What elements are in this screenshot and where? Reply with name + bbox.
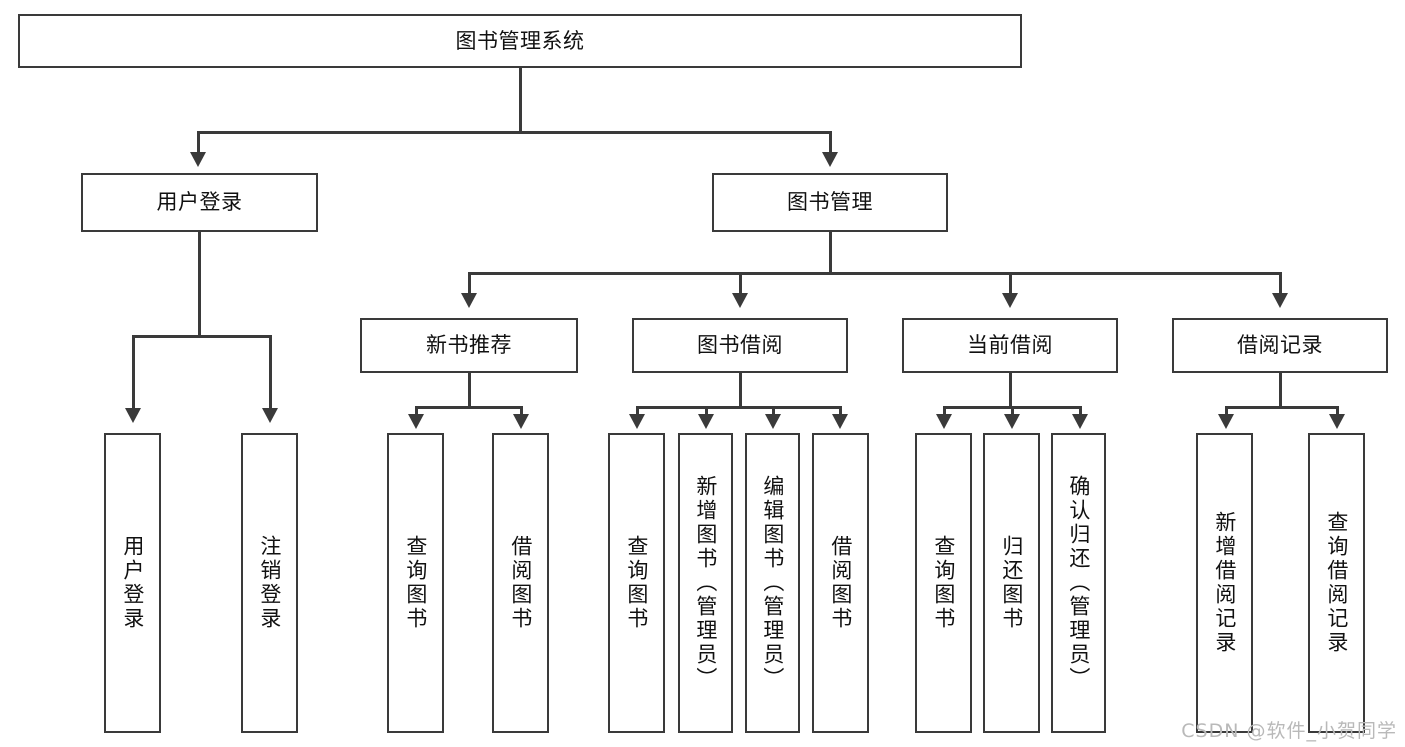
leaf-user-login-logout[interactable]: 注销登录 xyxy=(241,433,298,733)
arrowhead-new-book xyxy=(461,293,477,308)
arrowhead-current-borrow-leaf0 xyxy=(936,414,952,429)
arrowhead-borrow-record-leaf1 xyxy=(1329,414,1345,429)
edge-current-borrow-leaf2 xyxy=(1079,406,1082,417)
edge-to-new-book xyxy=(468,272,471,296)
arrowhead-current-borrow-leaf2 xyxy=(1072,414,1088,429)
edge-to-borrow-record xyxy=(1279,272,1282,296)
arrowhead-new-book-leaf1 xyxy=(513,414,529,429)
arrowhead-book-borrow-leaf1 xyxy=(698,414,714,429)
arrowhead-book-borrow xyxy=(732,293,748,308)
leaf-book-borrow-edit-label: 编辑图书（管理员） xyxy=(760,475,785,691)
edge-book-manage-stem xyxy=(829,232,832,272)
edge-book-borrow-leaf1 xyxy=(705,406,708,417)
edge-book-borrow-leaf3 xyxy=(839,406,842,417)
edge-current-borrow-leaf1 xyxy=(1011,406,1014,417)
arrowhead-user-login xyxy=(190,152,206,167)
node-new-book[interactable]: 新书推荐 xyxy=(360,318,578,373)
leaf-user-login-logout-label: 注销登录 xyxy=(257,535,282,631)
arrowhead-book-borrow-leaf3 xyxy=(832,414,848,429)
node-book-borrow[interactable]: 图书借阅 xyxy=(632,318,848,373)
node-root-system[interactable]: 图书管理系统 xyxy=(18,14,1022,68)
edge-new-book-stem xyxy=(468,373,471,406)
edge-user-login-leaf0 xyxy=(132,335,135,411)
edge-root-stem xyxy=(519,68,522,131)
arrowhead-borrow-record xyxy=(1272,293,1288,308)
edge-borrow-record-stem xyxy=(1279,373,1282,406)
arrowhead-book-borrow-leaf0 xyxy=(629,414,645,429)
node-user-login-label: 用户登录 xyxy=(156,190,243,215)
arrowhead-new-book-leaf0 xyxy=(408,414,424,429)
edge-book-borrow-bus xyxy=(636,406,839,409)
leaf-current-borrow-return[interactable]: 归还图书 xyxy=(983,433,1040,733)
leaf-book-borrow-lend-label: 借阅图书 xyxy=(828,535,853,631)
edge-borrow-record-leaf1 xyxy=(1336,406,1339,417)
leaf-user-login-login-label: 用户登录 xyxy=(120,535,145,631)
edge-current-borrow-leaf0 xyxy=(943,406,946,417)
edge-book-borrow-stem xyxy=(739,373,742,406)
leaf-book-borrow-query-label: 查询图书 xyxy=(624,535,649,631)
leaf-new-book-query[interactable]: 查询图书 xyxy=(387,433,444,733)
leaf-new-book-query-label: 查询图书 xyxy=(403,535,428,631)
arrowhead-book-borrow-leaf2 xyxy=(765,414,781,429)
arrowhead-current-borrow xyxy=(1002,293,1018,308)
leaf-user-login-login[interactable]: 用户登录 xyxy=(104,433,161,733)
node-book-manage-label: 图书管理 xyxy=(787,190,873,215)
node-root-system-label: 图书管理系统 xyxy=(455,28,585,53)
edge-borrow-record-bus xyxy=(1225,406,1337,409)
node-book-borrow-label: 图书借阅 xyxy=(697,333,783,358)
edge-new-book-bus xyxy=(415,406,522,409)
edge-new-book-leaf1 xyxy=(520,406,523,417)
arrowhead-current-borrow-leaf1 xyxy=(1004,414,1020,429)
edge-to-user-login xyxy=(197,131,200,156)
leaf-borrow-record-add-label: 新增借阅记录 xyxy=(1212,511,1237,655)
leaf-current-borrow-query-label: 查询图书 xyxy=(931,535,956,631)
edge-book-borrow-leaf0 xyxy=(636,406,639,417)
arrowhead-user-login-leaf0 xyxy=(125,408,141,423)
leaf-current-borrow-confirm[interactable]: 确认归还（管理员） xyxy=(1051,433,1106,733)
edge-user-login-stem xyxy=(198,232,201,335)
leaf-book-borrow-lend[interactable]: 借阅图书 xyxy=(812,433,869,733)
leaf-borrow-record-query-label: 查询借阅记录 xyxy=(1324,511,1349,655)
leaf-book-borrow-add[interactable]: 新增图书（管理员） xyxy=(678,433,733,733)
edge-to-current-borrow xyxy=(1009,272,1012,296)
edge-book-borrow-leaf2 xyxy=(772,406,775,417)
node-borrow-record-label: 借阅记录 xyxy=(1237,333,1323,358)
edge-borrow-record-leaf0 xyxy=(1225,406,1228,417)
edge-level1-bus xyxy=(197,131,831,134)
edge-user-login-bus xyxy=(132,335,270,338)
edge-new-book-leaf0 xyxy=(415,406,418,417)
node-borrow-record[interactable]: 借阅记录 xyxy=(1172,318,1388,373)
leaf-current-borrow-return-label: 归还图书 xyxy=(999,535,1024,631)
csdn-watermark: CSDN @软件_小贺同学 xyxy=(1181,720,1397,742)
edge-to-book-borrow xyxy=(739,272,742,296)
edge-user-login-leaf1 xyxy=(269,335,272,411)
edge-level2-bus xyxy=(468,272,1281,275)
leaf-new-book-borrow-label: 借阅图书 xyxy=(508,535,533,631)
leaf-current-borrow-query[interactable]: 查询图书 xyxy=(915,433,972,733)
arrowhead-book-manage xyxy=(822,152,838,167)
leaf-current-borrow-confirm-label: 确认归还（管理员） xyxy=(1066,475,1091,691)
leaf-borrow-record-add[interactable]: 新增借阅记录 xyxy=(1196,433,1253,733)
node-new-book-label: 新书推荐 xyxy=(426,333,512,358)
arrowhead-borrow-record-leaf0 xyxy=(1218,414,1234,429)
leaf-book-borrow-add-label: 新增图书（管理员） xyxy=(693,475,718,691)
arrowhead-user-login-leaf1 xyxy=(262,408,278,423)
node-user-login[interactable]: 用户登录 xyxy=(81,173,318,232)
node-current-borrow[interactable]: 当前借阅 xyxy=(902,318,1118,373)
leaf-new-book-borrow[interactable]: 借阅图书 xyxy=(492,433,549,733)
node-current-borrow-label: 当前借阅 xyxy=(967,333,1053,358)
node-book-manage[interactable]: 图书管理 xyxy=(712,173,948,232)
edge-to-book-manage xyxy=(829,131,832,156)
edge-current-borrow-stem xyxy=(1009,373,1012,406)
leaf-book-borrow-edit[interactable]: 编辑图书（管理员） xyxy=(745,433,800,733)
leaf-book-borrow-query[interactable]: 查询图书 xyxy=(608,433,665,733)
leaf-borrow-record-query[interactable]: 查询借阅记录 xyxy=(1308,433,1365,733)
